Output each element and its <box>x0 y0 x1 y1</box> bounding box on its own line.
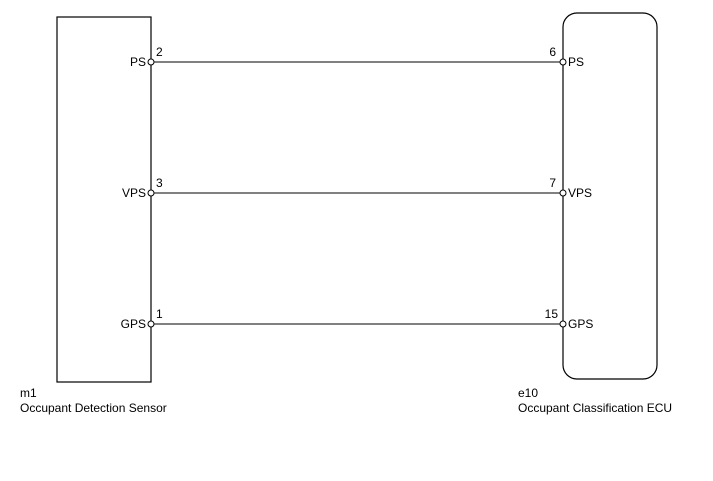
connection-gps: 1 GPS 15 GPS <box>121 307 594 331</box>
left-signal-label-ps: PS <box>130 55 146 69</box>
left-terminal-gps <box>147 320 155 328</box>
left-signal-label-gps: GPS <box>121 317 146 331</box>
left-component-name: Occupant Detection Sensor <box>20 401 167 415</box>
left-pin-number-vps: 3 <box>156 176 163 190</box>
left-component-box <box>56 16 152 383</box>
right-terminal-ps <box>559 58 567 66</box>
left-terminal-vps <box>147 189 155 197</box>
left-signal-label-vps: VPS <box>122 186 146 200</box>
right-pin-number-ps: 6 <box>549 45 556 59</box>
right-terminal-vps <box>559 189 567 197</box>
right-pin-number-gps: 15 <box>545 307 559 321</box>
right-signal-label-vps: VPS <box>568 186 592 200</box>
left-pin-number-ps: 2 <box>156 45 163 59</box>
right-component-name: Occupant Classification ECU <box>518 401 672 415</box>
left-pin-number-gps: 1 <box>156 307 163 321</box>
connection-vps: 3 VPS 7 VPS <box>122 176 592 200</box>
right-signal-label-ps: PS <box>568 55 584 69</box>
right-signal-label-gps: GPS <box>568 317 593 331</box>
left-terminal-ps <box>147 58 155 66</box>
right-pin-number-vps: 7 <box>549 176 556 190</box>
right-component-id: e10 <box>518 386 538 400</box>
left-component-id: m1 <box>20 386 37 400</box>
right-terminal-gps <box>559 320 567 328</box>
connection-ps: 2 PS 6 PS <box>130 45 584 69</box>
